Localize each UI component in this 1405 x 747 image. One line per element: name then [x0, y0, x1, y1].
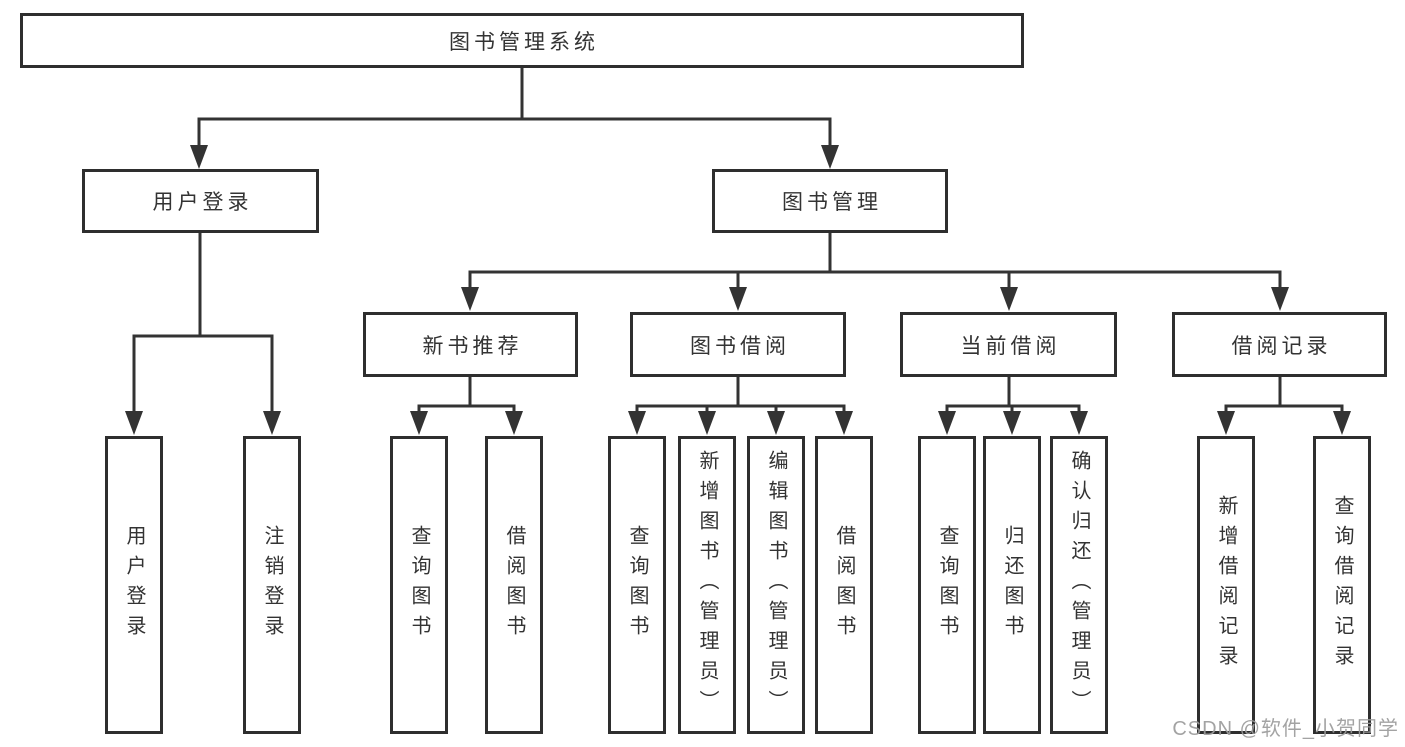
node-book-management: 图书管理 — [712, 169, 948, 233]
node-library-management-system: 图书管理系统 — [20, 13, 1024, 68]
csdn-watermark: CSDN @软件_小贺同学 — [1172, 718, 1399, 740]
leaf-borrow-books: 借阅图书 — [815, 436, 873, 734]
node-borrow-records: 借阅记录 — [1172, 312, 1387, 377]
leaf-query-borrow-record: 查询借阅记录 — [1313, 436, 1371, 734]
node-new-book-recommend: 新书推荐 — [363, 312, 578, 377]
leaf-add-borrow-record: 新增借阅记录 — [1197, 436, 1255, 734]
leaf-query-books-borrow: 查询图书 — [608, 436, 666, 734]
arrowheads — [125, 145, 1351, 435]
leaf-logout: 注销登录 — [243, 436, 301, 734]
node-current-borrowing: 当前借阅 — [900, 312, 1117, 377]
node-user-login: 用户登录 — [82, 169, 319, 233]
leaf-user-login: 用户登录 — [105, 436, 163, 734]
leaf-confirm-return-admin: 确认归还（管理员） — [1050, 436, 1108, 734]
leaf-query-books-recommend: 查询图书 — [390, 436, 448, 734]
leaf-return-books: 归还图书 — [983, 436, 1041, 734]
leaf-borrow-books-recommend: 借阅图书 — [485, 436, 543, 734]
leaf-query-books-current: 查询图书 — [918, 436, 976, 734]
node-book-borrowing: 图书借阅 — [630, 312, 846, 377]
leaf-edit-book-admin: 编辑图书（管理员） — [747, 436, 805, 734]
leaf-add-book-admin: 新增图书（管理员） — [678, 436, 736, 734]
